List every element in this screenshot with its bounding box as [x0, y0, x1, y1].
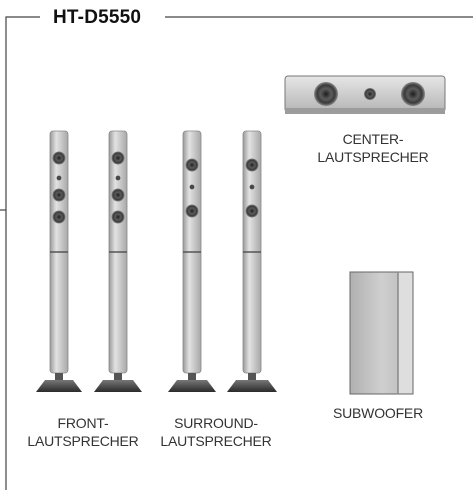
subwoofer-label-line1: SUBWOOFER — [333, 405, 423, 421]
surround-label-line1: SURROUND- — [174, 415, 258, 431]
tweeter-icon — [364, 88, 376, 100]
surround-speaker-label: SURROUND- LAUTSPRECHER — [146, 414, 286, 450]
woofer-icon — [401, 82, 425, 106]
subwoofer-label: SUBWOOFER — [318, 404, 438, 422]
front-speaker-label: FRONT- LAUTSPRECHER — [18, 414, 148, 450]
front-label-line2: LAUTSPRECHER — [27, 433, 139, 449]
front-label-line1: FRONT- — [57, 415, 109, 431]
subwoofer-box — [349, 271, 414, 395]
front-speaker-right — [94, 130, 142, 392]
center-speaker-label: CENTER- LAUTSPRECHER — [298, 130, 448, 166]
surround-speaker-left — [168, 130, 216, 392]
frame-border-left — [5, 16, 40, 490]
front-speaker-left — [36, 130, 82, 392]
surround-label-line2: LAUTSPRECHER — [160, 433, 272, 449]
center-label-line1: CENTER- — [342, 131, 404, 147]
center-label-line2: LAUTSPRECHER — [317, 149, 429, 165]
surround-speaker-right — [227, 130, 277, 392]
woofer-icon — [314, 82, 338, 106]
center-speaker — [284, 75, 446, 114]
model-title: HT-D5550 — [47, 7, 148, 29]
